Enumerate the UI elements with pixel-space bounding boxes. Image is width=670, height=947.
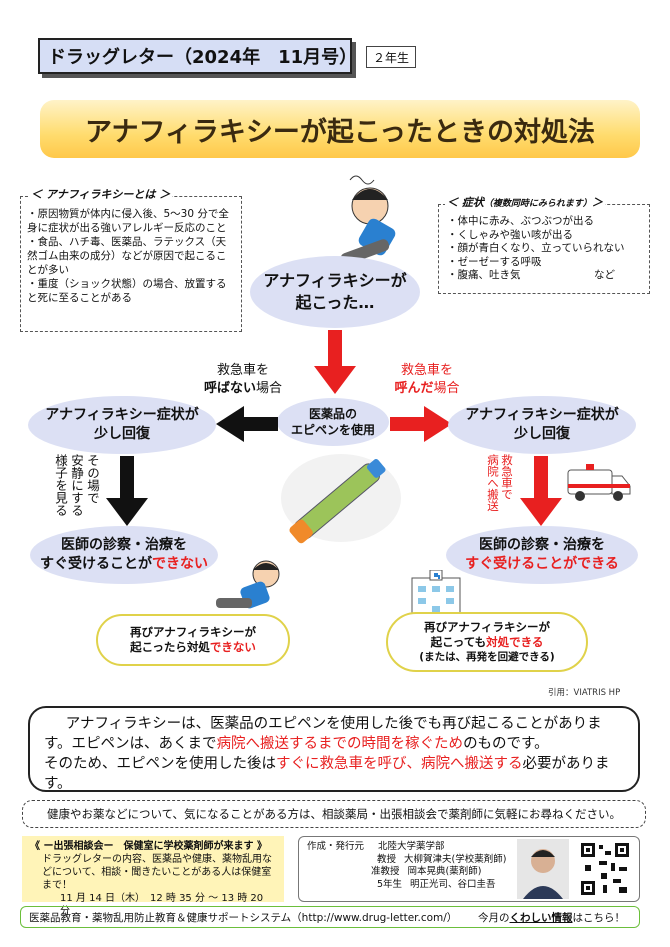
epipen-device-illustration [281,454,401,544]
consult-schedule: 11 月 14 日（木） 12 時 35 分 ～ 13 時 20 分 [60,893,264,917]
note-paragraph-2: そのため、エピペンを使用した後はすぐに救急車を呼び、病院へ搬送する必要があります… [44,756,610,792]
cloud-right: 再びアナフィラキシーが 起こっても対処できる (または、再発を回避できる) [386,612,588,672]
down-arrow-black-icon [106,456,148,526]
credit-names: 明正光司、谷口圭吾 [410,878,496,890]
credit-role: 准教授 [371,866,400,877]
down-arrow-red-icon [520,456,562,526]
anaphylaxis-occurred-bubble: アナフィラキシーが起こった… [250,256,420,328]
stay-calm-note: その場で安静にする様子を見る [53,454,100,517]
consult-body: ドラッグレターの内容、医薬品や健康、薬物乱用などについて、相談・聞きたいことがあ… [42,854,272,891]
doctor-left-bubble: 医師の診察・治療を すぐ受けることができない [30,526,218,584]
collapsed-person-illustration-2 [216,560,280,609]
down-arrow-icon [314,330,356,394]
more-info-link[interactable]: くわしい情報 [509,911,573,924]
epipen-bubble: 医薬品のエピペンを使用 [277,398,389,446]
banner-title: アナフィラキシーが起こったときの対処法 [84,116,596,148]
grade-label: ２年生 [366,46,416,68]
footer-more-info: 今月のくわしい情報はこちら！ [478,911,625,924]
recover-left-bubble: アナフィラキシー症状が少し回復 [28,396,216,454]
ambulance-icon [567,464,631,501]
transport-note: 救急車で病院へ搬送 [486,454,514,512]
ambulance-called-label: 救急車を 呼んだ場合 [394,363,460,396]
credit-role: 5年生 [377,878,403,890]
citation: 引用：VIATRIS HP [548,688,621,698]
collapsed-person-illustration [340,175,396,265]
left-arrow-icon [216,406,278,442]
definition-box: ＜ アナフィラキシーとは ＞ ・原因物質が体内に侵入後、5～30 分で全身に症状… [20,188,242,332]
symptom-item: ・体中に赤み、ぶつぶつが出る [447,215,594,227]
credits-box: 作成・発行元 北陸大学薬学部 教授大柳賀津夫(学校薬剤師) 准教授岡本晃典(薬剤… [298,836,640,902]
credit-names: 岡本晃典(薬剤師) [407,866,482,877]
consult-advice: 健康やお薬などについて、気になることがある方は、相談薬局・出張相談会で薬剤師に気… [22,800,646,828]
epipen-note-box: アナフィラキシーは、医薬品のエピペンを使用した後でも再び起こることがあります。エ… [28,706,640,792]
doctor-right-bubble: 医師の診察・治療を すぐ受けることができる [446,526,638,584]
symptom-item: ・ゼーゼーする呼吸 [447,255,542,268]
footer-bar: 医薬品教育・薬物乱用防止教育＆健康サポートシステム（http://www.dru… [20,906,640,928]
right-arrow-icon [390,406,452,442]
publisher-label: 作成・発行元 [307,841,365,852]
symptoms-title: ＜ 症状（複数同時にみられます）＞ [445,196,605,212]
definition-item: ・重度（ショック状態）の場合、放置すると死に至ることがある [27,278,227,304]
definition-item: ・原因物質が体内に侵入後、5～30 分で全身に症状が出る強いアレルギー反応のこと [27,208,229,234]
symptom-item: ・腹痛、吐き気 など [447,269,615,281]
no-ambulance-label: 救急車を 呼ばない場合 [203,363,283,396]
symptom-item: ・くしゃみや強い咳が出る [447,228,573,241]
publisher: 北陸大学薬学部 [378,841,445,852]
credit-role: 教授 [377,853,397,865]
footer-system-link[interactable]: 医薬品教育・薬物乱用防止教育＆健康サポートシステム（http://www.dru… [29,911,458,924]
cloud-left: 再びアナフィラキシーが 起こったら対処できない [96,614,290,666]
credit-names: 大柳賀津夫(学校薬剤師) [404,853,507,865]
newsletter-title: ドラッグレター（2024年 11月号） [38,38,357,74]
author-photo [517,839,569,899]
consult-session-box: 《 ー出張相談会ー 保健室に学校薬剤師が来ます 》 ドラッグレターの内容、医薬品… [22,836,284,917]
qr-code-icon[interactable] [579,841,631,897]
symptom-item: ・顔が青白くなり、立っていられない [447,242,625,254]
main-banner: アナフィラキシーが起こったときの対処法 [40,100,640,158]
definition-item: ・食品、ハチ毒、医薬品、ラテックス（天然ゴム由来の成分）などが原因で起こることが… [27,236,227,276]
consult-title: 《 ー出張相談会ー 保健室に学校薬剤師が来ます 》 [30,841,267,852]
definition-title: ＜ アナフィラキシーとは ＞ [29,188,173,202]
note-paragraph-1: アナフィラキシーは、医薬品のエピペンを使用した後でも再び起こることがあります。エ… [44,716,602,752]
symptoms-box: ＜ 症状（複数同時にみられます）＞ ・体中に赤み、ぶつぶつが出る ・くしゃみや強… [438,196,650,294]
recover-right-bubble: アナフィラキシー症状が少し回復 [448,396,636,454]
